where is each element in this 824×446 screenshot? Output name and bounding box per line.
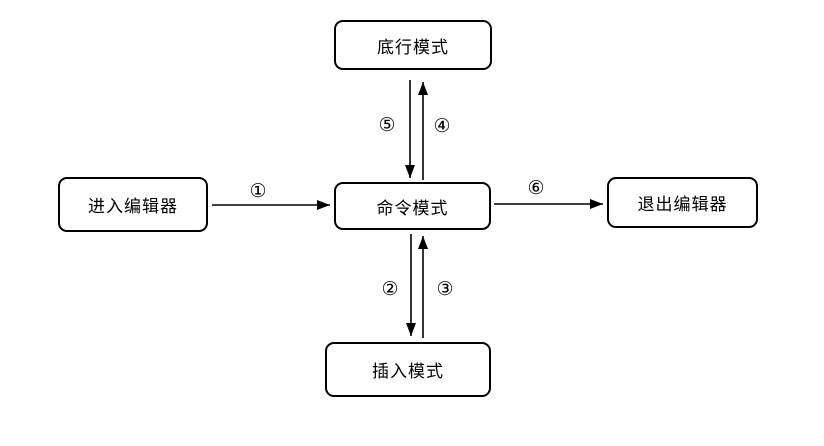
node-insert-mode-label: 插入模式 (372, 362, 444, 382)
node-command-mode-label: 命令模式 (376, 198, 449, 219)
edge-label-step3: ③ (436, 278, 454, 300)
node-exit-editor-label: 退出编辑器 (637, 195, 728, 215)
node-bottom-line-mode-label: 底行模式 (377, 37, 449, 58)
node-exit-editor: 退出编辑器 (607, 177, 758, 228)
node-enter-editor: 进入编辑器 (58, 177, 208, 232)
edge-label-step2: ② (381, 278, 399, 300)
edge-label-step5: ⑤ (378, 114, 396, 136)
node-command-mode: 命令模式 (334, 182, 491, 230)
node-enter-editor-label: 进入编辑器 (88, 197, 178, 217)
node-insert-mode: 插入模式 (325, 342, 491, 397)
edge-label-step1: ① (249, 180, 267, 202)
edge-label-step6: ⑥ (527, 177, 545, 199)
node-bottom-line-mode: 底行模式 (334, 20, 492, 70)
edge-label-step4: ④ (433, 115, 451, 137)
